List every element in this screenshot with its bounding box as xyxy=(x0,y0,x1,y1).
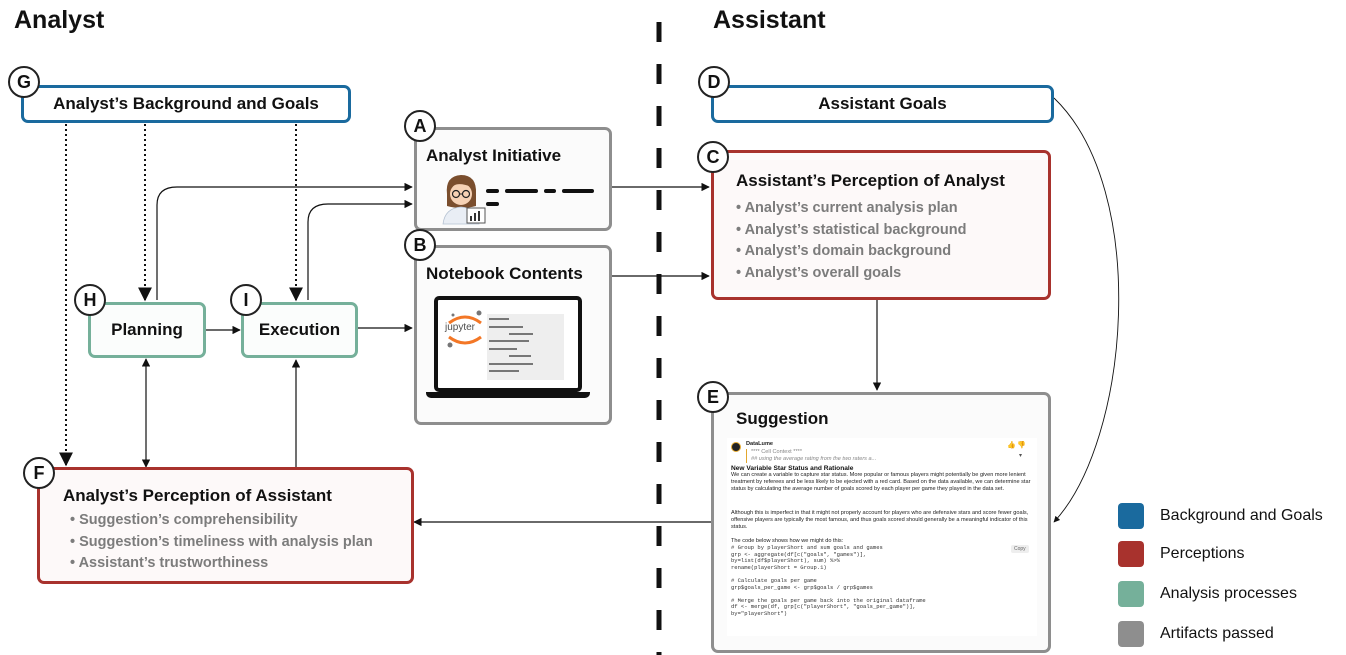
code-block: # Group by playerShort and sum goals and… xyxy=(731,544,926,617)
analyst-heading: Analyst xyxy=(14,6,105,34)
jupyter-logo-text: jupyter xyxy=(445,322,476,333)
label-h: H xyxy=(74,284,106,316)
collapse-icon[interactable]: ▾ xyxy=(1019,453,1023,459)
analyst-perception-title: Analyst’s Perception of Assistant xyxy=(63,486,332,505)
legend-swatch-artifacts-passed xyxy=(1118,621,1144,647)
suggestion-heading: New Variable Star Status and Rationale xyxy=(731,465,854,472)
execution-box: Execution xyxy=(241,302,358,358)
datalume-logo-icon xyxy=(731,442,741,452)
label-f: F xyxy=(23,457,55,489)
analyst-background-goals-box: Analyst’s Background and Goals xyxy=(21,85,351,123)
thumbs-down-icon[interactable]: 👎 xyxy=(1017,442,1026,449)
analyst-initiative-title: Analyst Initiative xyxy=(426,146,562,165)
perception-item: Analyst’s statistical background xyxy=(736,220,967,242)
planning-title: Planning xyxy=(111,320,183,339)
legend-label-perceptions: Perceptions xyxy=(1160,545,1245,562)
perception-item: Assistant’s trustworthiness xyxy=(70,553,373,575)
notebook-contents-box: Notebook Contents jupyter xyxy=(414,245,612,425)
perception-item: Analyst’s domain background xyxy=(736,241,966,263)
legend-label-artifacts-passed: Artifacts passed xyxy=(1160,625,1274,642)
execution-title: Execution xyxy=(258,320,341,339)
assistant-perception-title: Assistant’s Perception of Analyst xyxy=(736,171,1005,190)
analyst-background-goals-title: Analyst’s Background and Goals xyxy=(53,94,319,113)
initiative-dash-4 xyxy=(562,189,594,193)
perception-item: Suggestion’s comprehensibility xyxy=(70,510,373,532)
jupyter-icon xyxy=(447,310,482,348)
code-line-6 xyxy=(509,355,531,357)
code-line-5 xyxy=(489,348,517,350)
analyst-initiative-box: Analyst Initiative xyxy=(414,127,612,231)
arrow-goals-to-suggestion xyxy=(1053,97,1120,523)
code-line-8 xyxy=(489,370,519,372)
code-line-4 xyxy=(489,340,529,342)
assistant-goals-box: Assistant Goals xyxy=(711,85,1054,123)
laptop-base xyxy=(426,392,590,398)
initiative-dash-2 xyxy=(505,189,538,193)
suggestion-box: Suggestion DataLume 👍 👎 ▾ **** Cell Cont… xyxy=(711,392,1051,653)
context-text: ## using the average rating from the two… xyxy=(751,456,877,462)
legend-swatch-analysis-processes xyxy=(1118,581,1144,607)
initiative-dash-3 xyxy=(544,189,556,193)
analyst-avatar-icon xyxy=(442,175,486,225)
perception-item: Analyst’s overall goals xyxy=(736,263,966,285)
analyst-perception-list: Suggestion’s comprehensibility Suggestio… xyxy=(70,510,373,575)
code-line-7 xyxy=(489,363,533,365)
assistant-perception-list: Analyst’s current analysis plan Analyst’… xyxy=(736,198,967,285)
suggestion-para-2: Although this is imperfect in that it mi… xyxy=(731,510,1029,530)
initiative-dash-1 xyxy=(486,189,499,193)
initiative-dash-5 xyxy=(486,202,499,206)
notebook-contents-title: Notebook Contents xyxy=(426,264,583,283)
code-intro: The code below shows how we might do thi… xyxy=(731,538,844,544)
label-e: E xyxy=(697,381,729,413)
context-bar xyxy=(746,449,747,463)
arrow-planning-to-initiative xyxy=(156,182,413,300)
code-line-1 xyxy=(489,318,509,320)
assistant-perception-box: Assistant’s Perception of Analyst Analys… xyxy=(711,150,1051,300)
analyst-perception-box: Analyst’s Perception of Assistant Sugges… xyxy=(37,467,414,584)
assistant-goals-title: Assistant Goals xyxy=(818,94,947,113)
jupyter-logo: jupyter xyxy=(444,308,486,350)
legend-label-analysis-processes: Analysis processes xyxy=(1160,585,1297,602)
copy-button[interactable]: Copy xyxy=(1011,545,1029,553)
code-line-3 xyxy=(509,333,533,335)
context-label: **** Cell Context **** xyxy=(751,449,802,455)
label-a: A xyxy=(404,110,436,142)
suggestion-para-1: We can create a variable to capture star… xyxy=(731,472,1031,492)
label-d: D xyxy=(698,66,730,98)
legend-swatch-perceptions xyxy=(1118,541,1144,567)
notebook-cell-area xyxy=(487,314,564,380)
legend-swatch-background-goals xyxy=(1118,503,1144,529)
label-c: C xyxy=(697,141,729,173)
suggestion-card: DataLume 👍 👎 ▾ **** Cell Context **** ##… xyxy=(727,438,1037,636)
arrow-execution-to-initiative xyxy=(307,199,413,300)
thumbs-up-icon[interactable]: 👍 xyxy=(1007,442,1016,449)
app-name: DataLume xyxy=(746,441,774,447)
planning-box: Planning xyxy=(88,302,206,358)
code-line-2 xyxy=(489,326,523,328)
perception-item: Suggestion’s timeliness with analysis pl… xyxy=(70,532,373,554)
label-b: B xyxy=(404,229,436,261)
label-i: I xyxy=(230,284,262,316)
assistant-heading: Assistant xyxy=(713,6,826,34)
perception-item: Analyst’s current analysis plan xyxy=(736,198,966,220)
suggestion-title: Suggestion xyxy=(736,409,829,428)
legend-label-background-goals: Background and Goals xyxy=(1160,507,1323,524)
label-g: G xyxy=(8,66,40,98)
